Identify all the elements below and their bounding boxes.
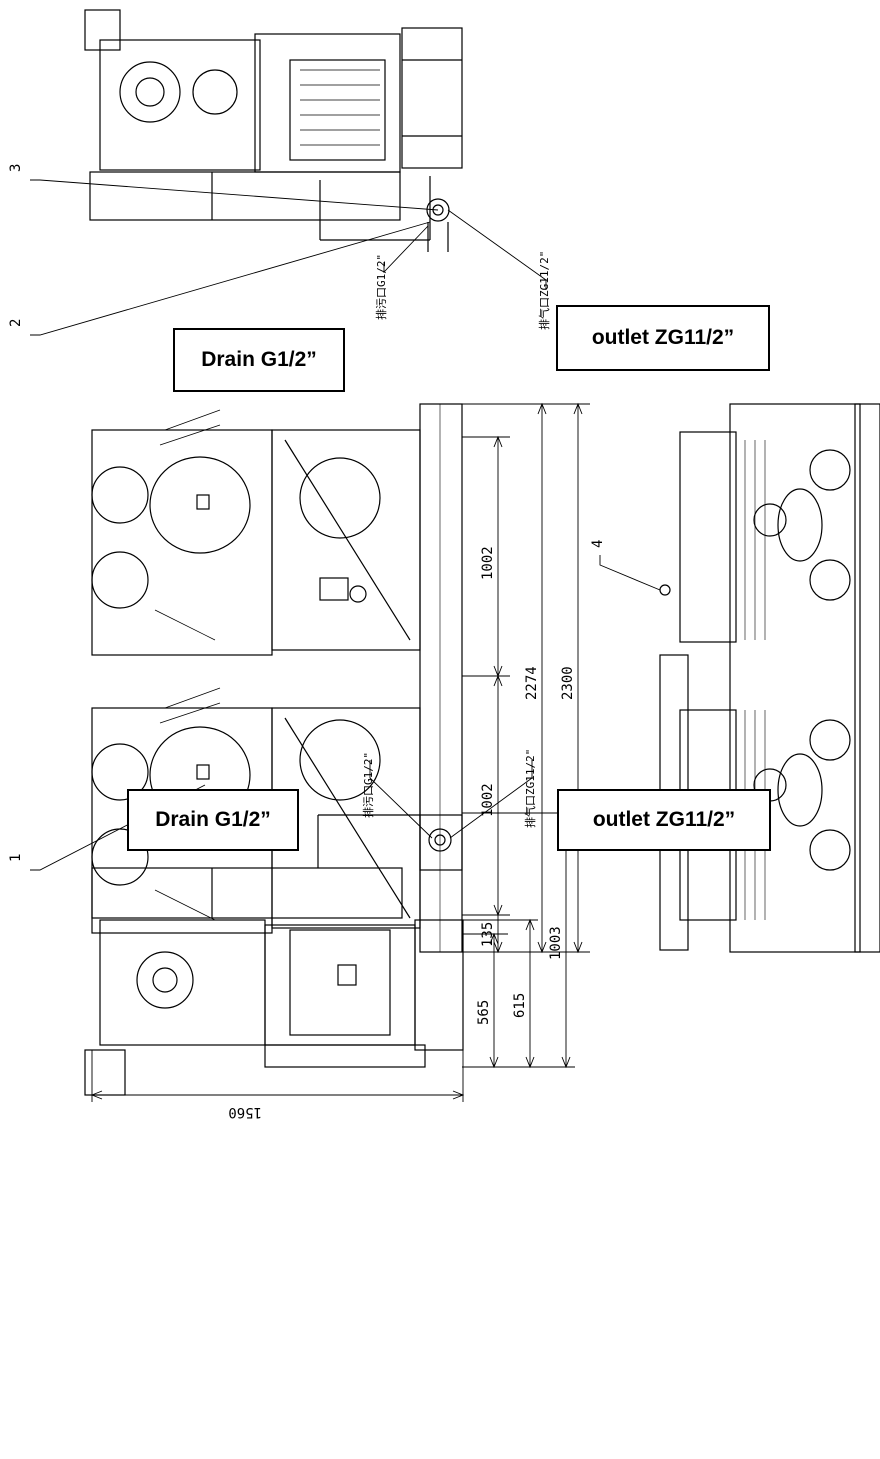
- part-number-3: 3: [8, 164, 24, 172]
- rail: [419, 403, 463, 953]
- motor-frame: [254, 33, 401, 173]
- leaders-bottom: [369, 760, 533, 839]
- dim-1560: 1560: [228, 1104, 262, 1120]
- dim-615: 615: [512, 993, 528, 1018]
- dim-565: 565: [476, 1000, 492, 1025]
- part-number-1: 1: [8, 854, 24, 862]
- leaders-top: [30, 179, 547, 336]
- outlet-callout-top: outlet ZG11/2”: [556, 305, 770, 371]
- dim-1002-lower: 1002: [480, 783, 496, 817]
- end-view: [659, 403, 880, 953]
- fan-cooler: [401, 27, 463, 169]
- dim-1002-upper: 1002: [480, 546, 496, 580]
- drain-cn-label-bottom: 排污口G1/2": [361, 752, 375, 818]
- plan-view-left: [91, 403, 463, 953]
- base-tank: [89, 171, 401, 221]
- drain-callout-bottom: Drain G1/2”: [127, 789, 299, 851]
- compressor-head: [99, 39, 261, 171]
- dim-2300: 2300: [560, 666, 576, 700]
- dimensions-middle: [462, 402, 590, 954]
- dim-1003: 1003: [548, 926, 564, 960]
- outlet-callout-bottom: outlet ZG11/2”: [557, 789, 771, 851]
- dimensions-bottom: [90, 811, 575, 1102]
- bottom-view: [84, 814, 464, 1096]
- outlet-valve: [426, 198, 450, 222]
- dim-2274: 2274: [524, 666, 540, 700]
- dim-135: 135: [480, 922, 496, 947]
- drain-cn-label-top: 排污口G1/2": [374, 254, 388, 320]
- part-number-4: 4: [590, 540, 606, 548]
- outlet-cn-label-top: 排气口ZG11/2": [537, 251, 551, 330]
- outlet-cn-label-bottom: 排气口ZG11/2": [523, 749, 537, 828]
- part-number-2: 2: [8, 319, 24, 327]
- leader-4: [599, 555, 661, 591]
- drain-callout-top: Drain G1/2”: [173, 328, 345, 392]
- top-view: [84, 9, 463, 252]
